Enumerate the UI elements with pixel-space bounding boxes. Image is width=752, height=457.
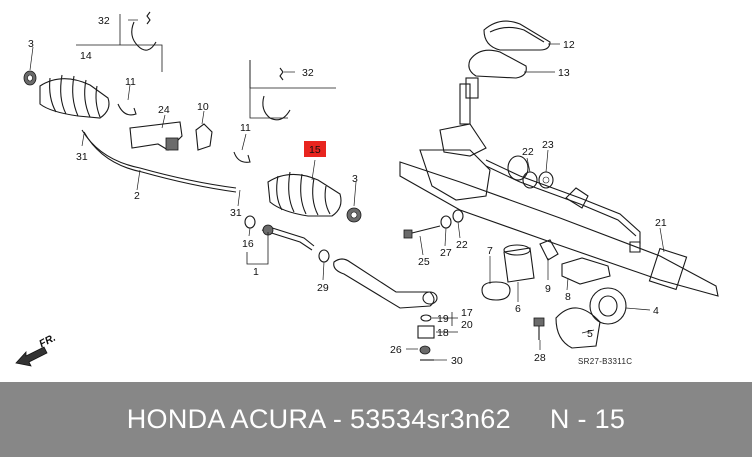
lock-nut-29 xyxy=(318,249,330,263)
washer-22-lower xyxy=(452,209,464,223)
callout-1: 1 xyxy=(253,266,259,278)
clip-32-mid xyxy=(262,67,291,121)
kit-box-32 xyxy=(249,60,336,119)
callout-2: 2 xyxy=(134,190,140,202)
callout-9: 9 xyxy=(545,283,551,295)
callout-16: 16 xyxy=(242,238,254,250)
callout-15-highlight xyxy=(304,141,326,157)
callout-19: 19 xyxy=(437,313,449,325)
callout-30: 30 xyxy=(451,355,463,367)
callout-4: 4 xyxy=(653,305,659,317)
callout-23: 23 xyxy=(542,139,554,151)
callout-7: 7 xyxy=(487,245,493,257)
tie-rod-1 xyxy=(244,215,315,251)
band-11-left xyxy=(117,103,137,116)
callout-32: 32 xyxy=(98,15,110,27)
clip-11-mid xyxy=(233,151,251,163)
callout-labels: 32 3 14 11 24 10 11 31 2 31 32 15 3 16 1… xyxy=(28,15,667,367)
clip-9 xyxy=(539,239,559,261)
nut-3-right xyxy=(346,207,362,223)
callout-32: 32 xyxy=(302,67,314,79)
kit-box-14 xyxy=(76,14,163,72)
callout-8: 8 xyxy=(565,291,571,303)
parts-diagram: 32 3 14 11 24 10 11 31 2 31 32 15 3 16 1… xyxy=(15,11,719,367)
cover-12 xyxy=(483,20,551,51)
callout-15: 15 xyxy=(309,144,321,156)
bolt-25 xyxy=(403,225,441,239)
callout-3: 3 xyxy=(352,173,358,185)
washer-27 xyxy=(440,215,452,229)
bolt-28 xyxy=(533,317,545,340)
tie-rod-end-17 xyxy=(333,258,438,361)
callout-26: 26 xyxy=(390,344,402,356)
callout-24: 24 xyxy=(158,104,170,116)
callout-12: 12 xyxy=(563,39,575,51)
nut-3-left xyxy=(23,70,37,86)
clip-32-top xyxy=(131,11,157,51)
callout-31: 31 xyxy=(76,151,88,163)
callout-3: 3 xyxy=(28,38,34,50)
vent-tube-2 xyxy=(81,129,237,193)
boot-left xyxy=(39,74,110,119)
callout-22: 22 xyxy=(456,239,468,251)
bushing-6 xyxy=(503,244,535,283)
rack-housing-21 xyxy=(399,83,719,297)
bracket-24 xyxy=(129,121,183,151)
bracket-5 xyxy=(555,307,601,349)
callout-11: 11 xyxy=(240,122,251,134)
band-7 xyxy=(481,281,511,301)
callout-25: 25 xyxy=(418,256,430,268)
callout-28: 28 xyxy=(534,352,546,364)
leader-lines xyxy=(29,19,665,361)
diagram-code: SR27-B3311C xyxy=(578,357,632,366)
footer-bar: HONDA ACURA - 53534sr3n62 N - 15 xyxy=(0,382,752,457)
callout-18: 18 xyxy=(437,327,449,339)
front-arrow-icon xyxy=(15,346,48,367)
footer-text: HONDA ACURA - 53534sr3n62 N - 15 xyxy=(126,404,626,434)
callout-21: 21 xyxy=(655,217,667,229)
callout-6: 6 xyxy=(515,303,521,315)
stay-8 xyxy=(561,257,611,285)
callout-29: 29 xyxy=(317,282,329,294)
callout-10: 10 xyxy=(197,101,209,113)
callout-17: 17 xyxy=(461,307,473,319)
grommet-13 xyxy=(465,49,527,99)
callout-27: 27 xyxy=(440,247,452,259)
callout-11: 11 xyxy=(125,76,136,88)
clip-10 xyxy=(195,123,213,151)
callout-13: 13 xyxy=(558,67,570,79)
callout-20: 20 xyxy=(461,319,473,331)
bushing-4 xyxy=(589,287,627,325)
boot-15 xyxy=(267,171,342,217)
callout-14: 14 xyxy=(80,50,92,62)
callout-31: 31 xyxy=(230,207,242,219)
callout-22: 22 xyxy=(522,146,534,158)
callout-5: 5 xyxy=(587,328,593,340)
front-marker-label: FR. xyxy=(37,332,58,351)
